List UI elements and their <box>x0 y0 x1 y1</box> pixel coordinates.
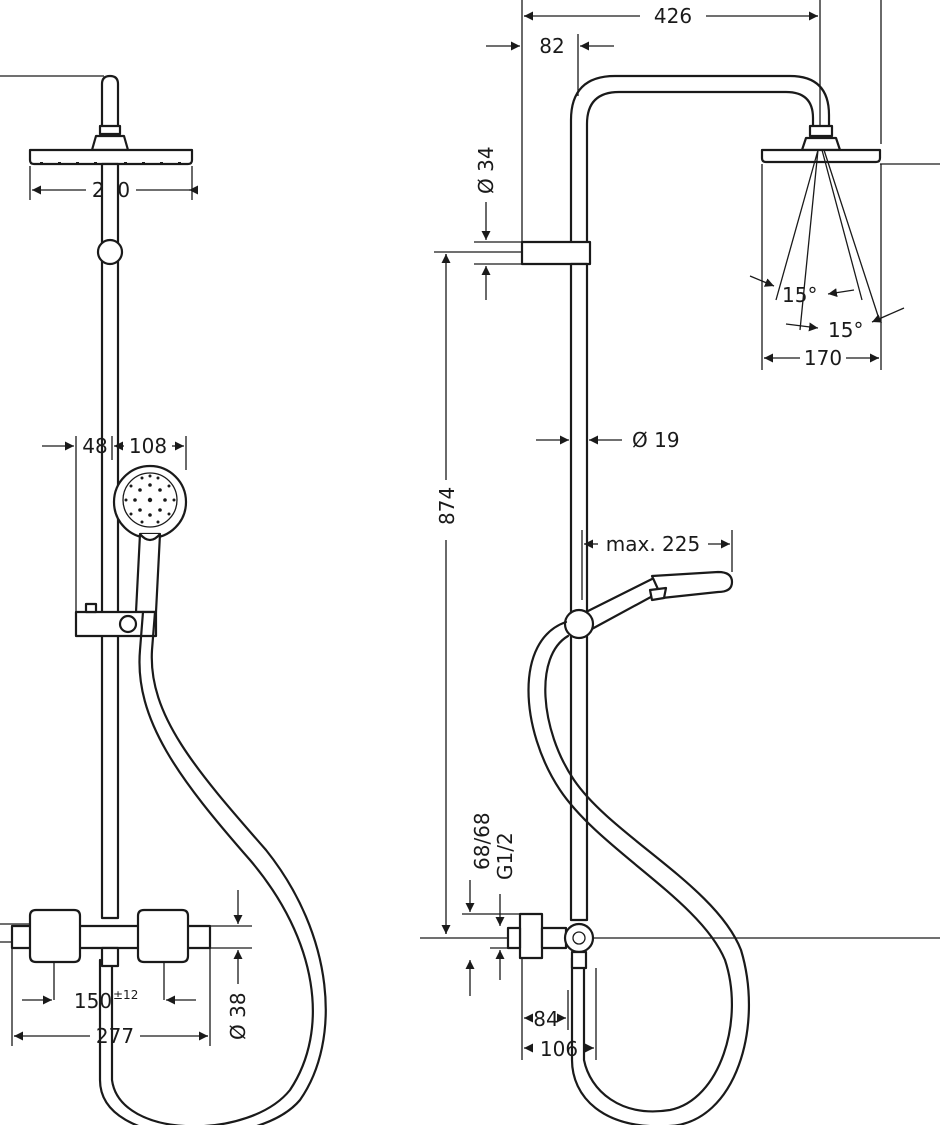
front-rail-knob <box>96 238 124 266</box>
side-head-joint <box>800 136 842 152</box>
front-shower-hose-outer <box>110 610 314 1125</box>
side-spray-extension-lines <box>761 164 882 370</box>
side-angle-inner-right-arrow <box>827 288 855 298</box>
side-top-extension-lines <box>521 0 882 242</box>
side-angle-inner-left-arrow <box>749 275 775 287</box>
side-slide-knob <box>563 608 595 640</box>
side-arm-offset-label: 82 <box>539 34 564 58</box>
front-thermostat-outlet <box>100 946 120 968</box>
front-shower-rail <box>100 162 120 920</box>
front-slide-button <box>84 602 98 614</box>
side-inlet-extension <box>462 913 520 949</box>
side-angle-outer-right-arrow <box>871 307 905 323</box>
side-spray-lines <box>775 149 881 331</box>
side-head-connector <box>808 124 834 138</box>
side-offset-min-label: 84 <box>533 1007 558 1031</box>
side-angle-outer-left-arrow <box>785 322 819 332</box>
side-height-label: 874 <box>435 487 459 525</box>
side-spray-width-label: 170 <box>804 346 842 370</box>
side-shower-hose-outer <box>527 620 733 1113</box>
side-offset-max-label: 106 <box>540 1037 578 1061</box>
side-view: 426 82 15° 15° 170 Ø 34 <box>420 0 940 1125</box>
side-rail-holder <box>520 240 592 266</box>
side-angle-outer-label: 15° <box>828 318 863 342</box>
side-arm-projection-label: 426 <box>654 4 692 28</box>
side-hand-shower-head <box>650 570 734 600</box>
front-overhead-shower-head <box>28 148 194 166</box>
front-hand-shower-handle <box>134 532 162 614</box>
front-hand-shower-nozzles <box>124 474 176 524</box>
side-valve-body <box>563 922 595 954</box>
side-inlet-stub <box>506 926 522 950</box>
side-reach-label: max. 225 <box>606 532 700 556</box>
side-wall-offset-extension <box>521 958 597 1060</box>
side-wall-connector <box>518 912 544 960</box>
side-holder-extension <box>474 241 522 265</box>
front-width-extension <box>11 948 211 1046</box>
front-slide-knob <box>118 614 138 634</box>
front-thermostat-right-handle <box>136 908 190 964</box>
side-inlet-thread-label: G1/2 <box>493 832 517 880</box>
front-hand-shower-neck <box>139 533 161 542</box>
front-handshower-diameter-label: 108 <box>129 434 167 458</box>
front-handshower-offset-label: 48 <box>82 434 107 458</box>
front-head-joint <box>90 134 130 152</box>
front-head-nozzles <box>40 162 181 165</box>
side-holder-diameter-label: Ø 34 <box>474 146 498 194</box>
side-hand-shower-button <box>648 586 668 602</box>
front-centers-tolerance: ±12 <box>113 988 138 1002</box>
front-width-label: 277 <box>96 1024 134 1048</box>
side-overhead-shower-head <box>760 148 882 164</box>
front-shower-pipe <box>100 74 120 132</box>
front-centers-label: 150 <box>74 989 112 1013</box>
front-handshower-extension-lines <box>75 436 187 612</box>
front-diameter-extension <box>190 925 252 949</box>
front-slide-holder <box>74 610 158 638</box>
front-diameter-label: Ø 38 <box>226 992 250 1040</box>
side-angle-inner-label: 15° <box>782 283 817 307</box>
side-shower-arm-inner <box>585 90 815 244</box>
side-valve-outlet <box>570 950 588 970</box>
side-shower-rail <box>569 262 589 922</box>
side-valve-center <box>572 931 586 945</box>
side-shower-arm-outer <box>569 74 831 244</box>
side-valve-arm <box>540 926 568 950</box>
side-shower-hose-inner <box>544 634 750 1125</box>
side-inlet-offsets-label: 68/68 <box>470 812 494 870</box>
front-centers-extension <box>53 962 165 1000</box>
front-hand-shower-face <box>122 472 178 528</box>
side-rail-diameter-label: Ø 19 <box>632 428 680 452</box>
front-thermostat-left-handle <box>28 908 82 964</box>
side-reach-extension-lines <box>581 530 733 600</box>
front-head-connector <box>98 124 122 136</box>
front-shower-hose-inner <box>98 610 327 1125</box>
front-view: 230 48 108 <box>0 74 327 1125</box>
